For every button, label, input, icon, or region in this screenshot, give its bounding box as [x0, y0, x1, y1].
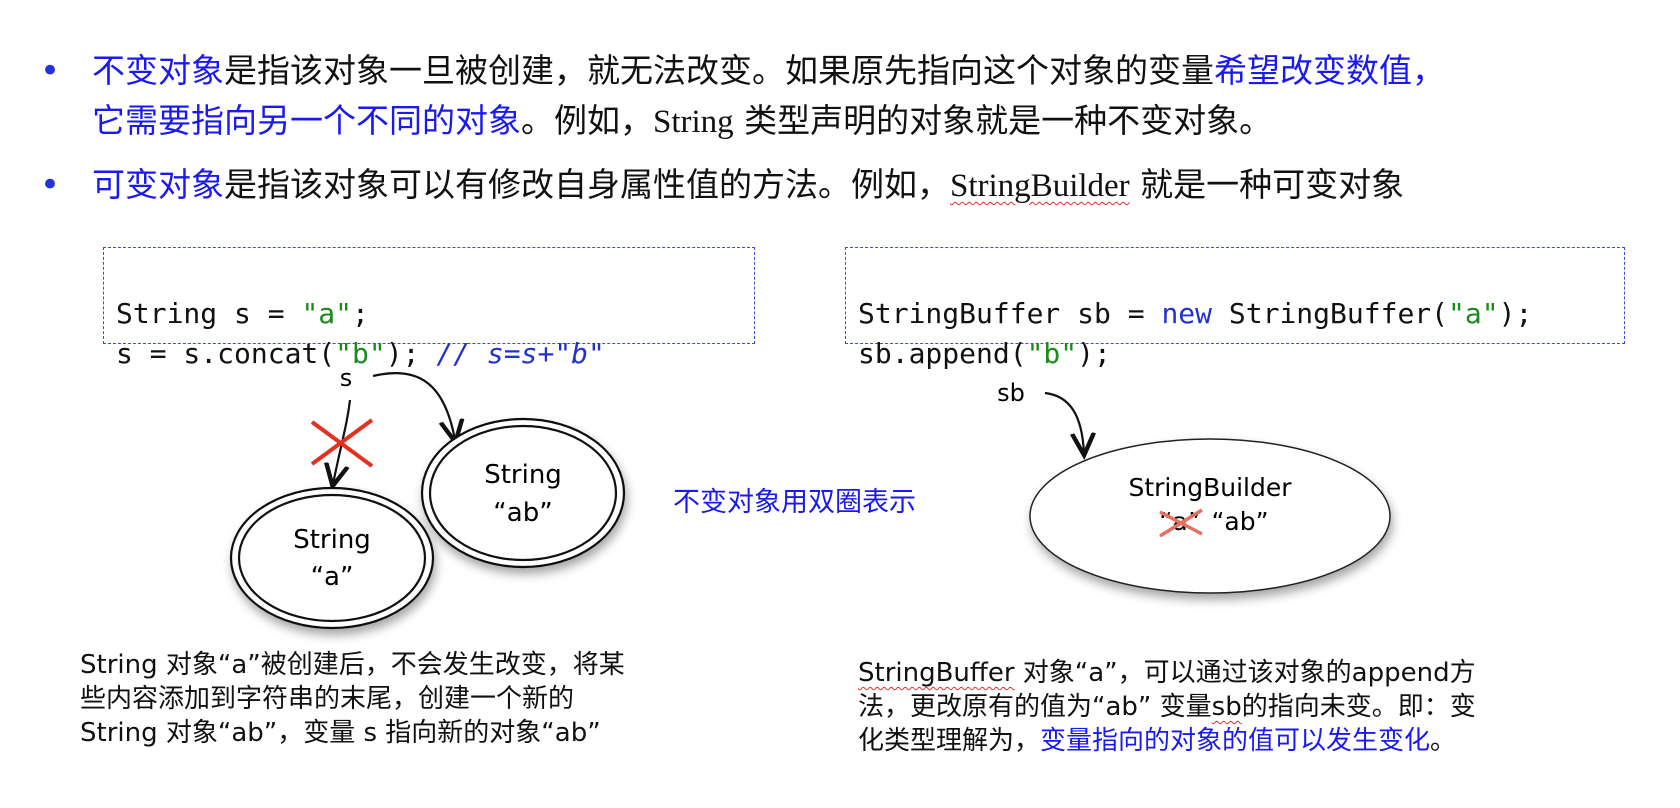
variable-s-label: s — [340, 364, 353, 392]
bullet-mutable: • 可变对象是指该对象可以有修改自身属性值的方法。例如，StringBuilde… — [40, 160, 1660, 215]
code-token: String s = — [116, 297, 302, 330]
code-string-literal: "b" — [335, 337, 386, 370]
code-token: ); — [1498, 297, 1533, 330]
left-diagram: s String “ab” String “a” — [229, 364, 626, 630]
caption-line: String 对象“ab”，变量 s 指向新的对象“ab” — [80, 718, 601, 748]
right-diagram: sb StringBuilder “a” “ab” — [997, 379, 1391, 594]
string-type-name: String — [653, 104, 734, 140]
code-token: sb.append( — [858, 337, 1027, 370]
bullet-immutable-line2: 它需要指向另一个不同的对象。例如，String 类型声明的对象就是一种不变对象。 — [92, 96, 1272, 147]
object-type-label: String — [484, 460, 562, 490]
mutable-definition: 是指该对象可以有修改自身属性值的方法。例如， — [224, 165, 950, 204]
code-comment: // s=s+"b" — [436, 337, 605, 370]
mutable-term: 可变对象 — [92, 165, 224, 204]
code-block-string: String s = "a"; s = s.concat("b"); // s=… — [103, 247, 755, 370]
immutable-example-text: 。例如， — [521, 101, 653, 140]
bullet-immutable-line1: 不变对象是指该对象一旦被创建，就无法改变。如果原先指向这个对象的变量希望改变数值… — [92, 46, 1445, 96]
caption-text: 对象“a”，可以通过该对象的append方 — [1014, 658, 1476, 688]
immutable-highlight-2: 它需要指向另一个不同的对象 — [92, 101, 521, 140]
sb-term: sb — [1211, 692, 1242, 722]
immutable-definition: 是指该对象一旦被创建，就无法改变。如果原先指向这个对象的变量 — [224, 51, 1214, 90]
object-value-label: “a” — [311, 562, 354, 592]
caption-line: 法，更改原有的值为“ab” 变量sb的指向未变。即：变 — [858, 690, 1638, 724]
cross-out-icon — [310, 418, 374, 468]
bullet-immutable: • 不变对象是指该对象一旦被创建，就无法改变。如果原先指向这个对象的变量希望改变… — [40, 46, 1660, 156]
caption-line: 化类型理解为，变量指向的对象的值可以发生变化。 — [858, 724, 1638, 758]
object-type-label: String — [293, 525, 371, 555]
caption-line: String 对象“a”被创建后，不会发生改变，将某 — [80, 650, 625, 680]
caption-text: 。 — [1430, 726, 1457, 756]
new-value-label: “ab” — [1211, 507, 1268, 536]
stringbuilder-object: StringBuilder “a” “ab” — [1029, 438, 1391, 594]
code-token: s = s.concat( — [116, 337, 336, 370]
caption-text: 法，更改原有的值为“ab” 变量 — [858, 692, 1212, 722]
mutable-definition-2: 就是一种可变对象 — [1129, 165, 1405, 204]
sb-reference-arrow — [1044, 391, 1084, 453]
code-token: ); — [1077, 337, 1111, 370]
caption-right: StringBuffer 对象“a”，可以通过该对象的append方 法，更改原… — [858, 656, 1638, 758]
immutable-example-text-2: 类型声明的对象就是一种不变对象。 — [733, 101, 1273, 140]
immutable-highlight: 希望改变数值， — [1214, 51, 1445, 90]
bullet-mutable-line: 可变对象是指该对象可以有修改自身属性值的方法。例如，StringBuilder … — [92, 160, 1404, 211]
code-token: StringBuffer( — [1212, 297, 1449, 330]
code-token: StringBuffer sb = — [858, 297, 1162, 330]
stringbuilder-type-name: StringBuilder — [950, 168, 1130, 204]
string-object-ab: String “ab” — [420, 417, 626, 569]
caption-line: 些内容添加到字符串的末尾，创建一个新的 — [80, 684, 575, 714]
code-string-literal: "a" — [301, 297, 353, 330]
code-token: ); — [385, 337, 437, 370]
code-block-stringbuffer: StringBuffer sb = new StringBuffer("a");… — [845, 247, 1625, 370]
object-value-label: “ab” — [493, 498, 552, 528]
immutable-term: 不变对象 — [92, 51, 224, 90]
caption-text: 的指向未变。即：变 — [1241, 692, 1476, 722]
code-string-literal: "b" — [1026, 337, 1078, 370]
object-type-label: StringBuilder — [1128, 473, 1292, 502]
new-reference-arrow — [372, 372, 455, 440]
double-circle-note: 不变对象用双圈表示 — [673, 487, 916, 518]
bullet-dot-icon: • — [40, 165, 61, 205]
stringbuffer-term: StringBuffer — [858, 658, 1015, 688]
code-token: ; — [352, 297, 369, 330]
cross-out-icon — [1159, 508, 1203, 538]
code-keyword: new — [1161, 297, 1213, 330]
caption-left: String 对象“a”被创建后，不会发生改变，将某 些内容添加到字符串的末尾，… — [80, 648, 780, 750]
variable-sb-label: sb — [997, 379, 1025, 407]
string-object-a: String “a” — [229, 486, 435, 630]
caption-line: StringBuffer 对象“a”，可以通过该对象的append方 — [858, 656, 1638, 690]
caption-text: 化类型理解为， — [858, 726, 1041, 756]
old-reference-arrow — [333, 399, 352, 484]
bullet-dot-icon: • — [40, 51, 61, 91]
code-string-literal: "a" — [1448, 297, 1499, 330]
caption-highlight: 变量指向的对象的值可以发生变化 — [1040, 726, 1431, 756]
